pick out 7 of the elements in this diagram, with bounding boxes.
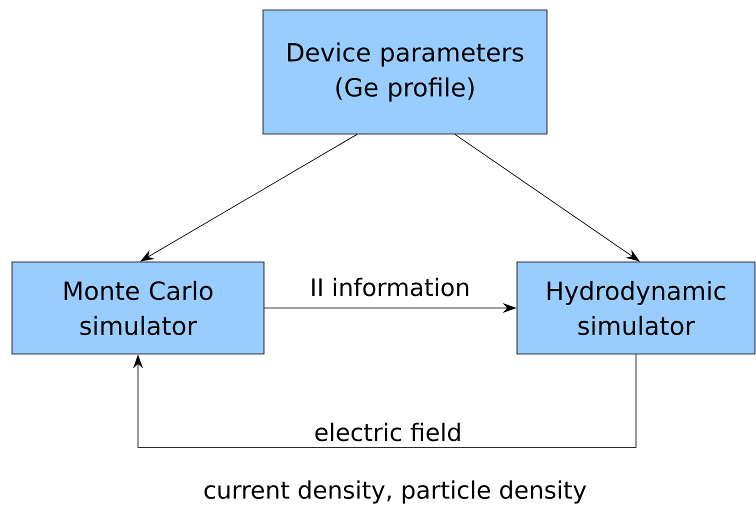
process-box: Hydrodynamic simulator xyxy=(516,262,756,354)
edge-label: II information xyxy=(308,276,472,298)
arrow xyxy=(132,354,636,448)
process-box: Device parameters (Ge profile) xyxy=(262,10,548,134)
note-text: current density, particle density xyxy=(204,480,586,504)
edge-label: electric field xyxy=(312,420,464,444)
process-box: Monte Carlo simulator xyxy=(12,262,264,354)
